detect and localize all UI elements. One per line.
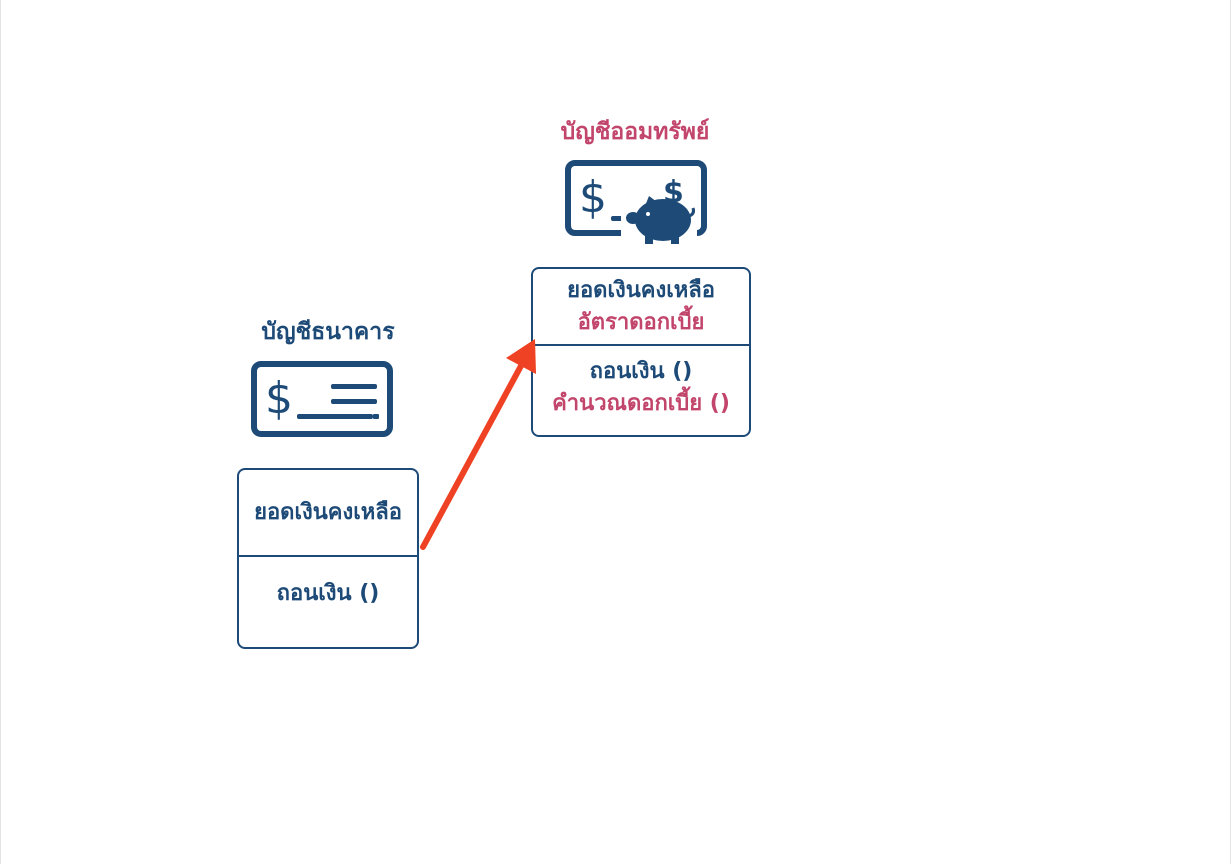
savings-account-attributes: ยอดเงินคงเหลือ อัตราดอกเบี้ย — [533, 269, 749, 344]
savings-account-class-box: ยอดเงินคงเหลือ อัตราดอกเบี้ย ถอนเงิน () … — [531, 267, 751, 437]
bank-method-withdraw: ถอนเงิน () — [276, 581, 380, 606]
bank-attr-balance: ยอดเงินคงเหลือ — [254, 499, 402, 525]
bank-account-methods: ถอนเงิน () — [239, 555, 417, 641]
bank-card-icon: $ — [251, 361, 393, 437]
savings-attr-balance: ยอดเงินคงเหลือ — [567, 277, 715, 303]
bank-account-title: บัญชีธนาคาร — [261, 319, 395, 345]
savings-account-methods: ถอนเงิน () คำนวณดอกเบี้ย () — [533, 344, 749, 435]
savings-attr-interest-rate: อัตราดอกเบี้ย — [577, 309, 705, 335]
bank-account-class-box: ยอดเงินคงเหลือ ถอนเงิน () — [237, 468, 419, 649]
arrow-shaft — [420, 361, 525, 550]
arrow-head — [506, 339, 536, 374]
piggy-bank-card-icon: $ $ — [565, 160, 707, 244]
savings-account-title: บัญชีออมทรัพย์ — [560, 119, 710, 145]
svg-text:$: $ — [663, 175, 684, 210]
bank-account-attributes: ยอดเงินคงเหลือ — [239, 470, 417, 555]
svg-text:$: $ — [579, 172, 607, 223]
savings-method-withdraw: ถอนเงิน () — [589, 358, 693, 384]
savings-method-calculate-interest: คำนวณดอกเบี้ย () — [552, 390, 730, 416]
frame-left-edge — [0, 0, 1, 864]
svg-text:$: $ — [265, 373, 293, 424]
